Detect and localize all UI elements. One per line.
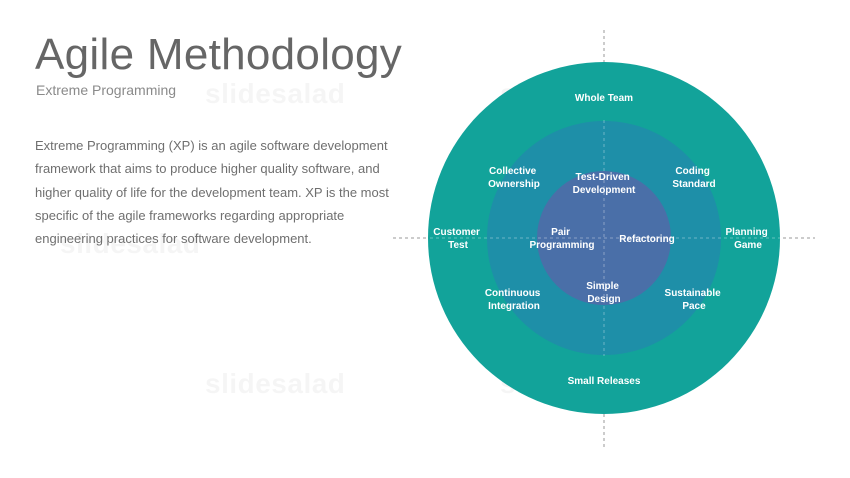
label-sustainable-pace: Sustainable Pace	[665, 288, 724, 312]
page-title: Agile Methodology	[35, 30, 403, 79]
label-simple-design: Simple Design	[586, 281, 622, 305]
description-paragraph: Extreme Programming (XP) is an agile sof…	[35, 138, 389, 247]
inner-circle	[537, 171, 671, 305]
label-collective-ownership: Collective Ownership	[488, 166, 540, 190]
label-pair-programming: Pair Programming	[529, 227, 594, 251]
label-planning-game: Planning Game	[725, 227, 770, 251]
label-continuous-integration: Continuous Integration	[485, 288, 543, 312]
label-refactoring: Refactoring	[619, 234, 675, 245]
label-coding-standard: Coding Standard	[672, 166, 715, 190]
page-subtitle: Extreme Programming	[36, 82, 177, 98]
label-whole-team: Whole Team	[575, 93, 633, 104]
label-test-driven-development: Test-Driven Development	[573, 172, 636, 196]
label-small-releases: Small Releases	[568, 376, 641, 387]
label-customer-test: Customer Test	[433, 227, 482, 251]
